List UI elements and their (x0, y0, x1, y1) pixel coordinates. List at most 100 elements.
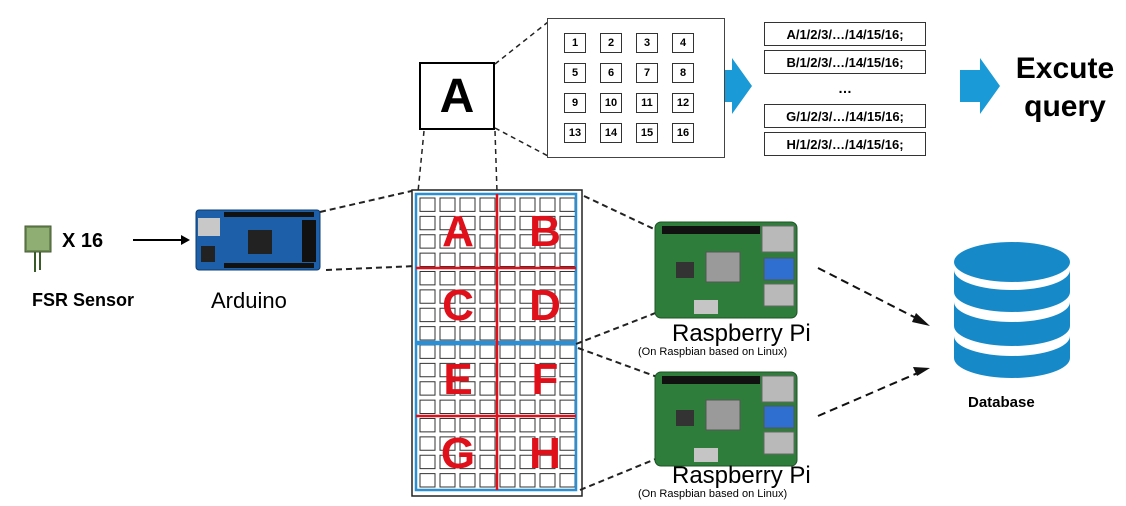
zoom-number-cell: 4 (672, 33, 694, 53)
matrix-cell (419, 307, 436, 323)
zoom-number-cell: 11 (636, 93, 658, 113)
matrix-cell (539, 399, 556, 414)
raspberry-pi-1-sublabel: (On Raspbian based on Linux) (638, 346, 788, 358)
matrix-cell (439, 197, 456, 212)
zoom-region-box: A (419, 62, 495, 130)
query-row: G/1/2/3/…/14/15/16; (764, 104, 926, 128)
matrix-cell (539, 381, 556, 396)
matrix-cell (499, 454, 516, 470)
matrix-cell (439, 326, 456, 341)
matrix-cell (499, 418, 516, 433)
matrix-cell (519, 234, 536, 249)
fsr-sensor-label: FSR Sensor (32, 290, 135, 310)
matrix-cell (519, 215, 536, 231)
sensor-matrix-cells (419, 197, 576, 488)
matrix-cell (459, 399, 476, 414)
matrix-cell (499, 234, 516, 249)
matrix-cell (479, 197, 496, 212)
matrix-cell (499, 271, 516, 286)
matrix-cell (539, 252, 556, 267)
matrix-cell (519, 362, 536, 378)
matrix-cell (439, 252, 456, 267)
region-letter: F (531, 355, 559, 404)
matrix-cell (539, 362, 556, 378)
zoom-number-cell: 7 (636, 63, 658, 83)
matrix-cell (479, 454, 496, 470)
matrix-cell (419, 289, 436, 304)
matrix-cell (479, 362, 496, 378)
matrix-cell (439, 271, 456, 286)
matrix-cell (439, 436, 456, 451)
matrix-cell (479, 399, 496, 414)
matrix-cell (459, 418, 476, 433)
matrix-cell (539, 454, 556, 470)
query-row: A/1/2/3/…/14/15/16; (764, 22, 926, 46)
matrix-cell (519, 454, 536, 470)
matrix-cell (439, 234, 456, 249)
execute-line-1: Excute (1015, 52, 1115, 85)
matrix-cell (419, 197, 436, 212)
zoom-link-top (494, 21, 549, 65)
matrix-cell (519, 473, 536, 488)
matrix-cell (459, 381, 476, 396)
matrix-to-pi2-top (577, 347, 661, 379)
matrix-cell (519, 271, 536, 286)
raspberry-pi-1-icon (654, 221, 798, 319)
matrix-cell (439, 454, 456, 470)
matrix-cell (499, 399, 516, 414)
matrix-cell (479, 307, 496, 323)
matrix-cell (459, 307, 476, 323)
matrix-cell (499, 381, 516, 396)
query-row: H/1/2/3/…/14/15/16; (764, 132, 926, 156)
matrix-cell (439, 418, 456, 433)
matrix-cell (419, 381, 436, 396)
matrix-cell (419, 271, 436, 286)
sensor-count-label: X 16 (62, 230, 104, 252)
matrix-cell (439, 362, 456, 378)
pi1-to-db-arrow (817, 267, 930, 326)
matrix-cell (459, 289, 476, 304)
zoom-number-cell: 13 (564, 123, 586, 143)
query-ellipsis: … (838, 80, 852, 96)
arduino-label: Arduino (211, 288, 287, 313)
matrix-cell (479, 289, 496, 304)
zoom-number-cell: 16 (672, 123, 694, 143)
matrix-cell (499, 473, 516, 488)
zoom-number-cell: 3 (636, 33, 658, 53)
matrix-cell (439, 381, 456, 396)
zoom-number-cell: 14 (600, 123, 622, 143)
matrix-cell (459, 454, 476, 470)
matrix-cell (459, 197, 476, 212)
matrix-cell (439, 307, 456, 323)
matrix-cell (519, 252, 536, 267)
matrix-cell (439, 473, 456, 488)
matrix-cell (459, 326, 476, 341)
raspberry-pi-1-label: Raspberry Pi (672, 320, 811, 347)
matrix-cell (519, 399, 536, 414)
zoom-number-cell: 2 (600, 33, 622, 53)
sensor-to-arduino-arrow (133, 235, 190, 245)
matrix-cell (419, 399, 436, 414)
matrix-cell (499, 215, 516, 231)
matrix-cell (419, 215, 436, 231)
matrix-cell (439, 399, 456, 414)
matrix-cell (519, 307, 536, 323)
region-letter: A (442, 207, 474, 256)
matrix-cell (539, 326, 556, 341)
matrix-to-pi1-bottom (575, 311, 659, 345)
matrix-cell (479, 381, 496, 396)
matrix-cell (459, 234, 476, 249)
query-row: B/1/2/3/…/14/15/16; (764, 50, 926, 74)
zoom-number-cell: 8 (672, 63, 694, 83)
matrix-cell (479, 271, 496, 286)
matrix-cell (539, 234, 556, 249)
zoom-number-cell: 1 (564, 33, 586, 53)
database-icon (954, 242, 1070, 378)
matrix-cell (519, 326, 536, 341)
query-to-execute-arrow (960, 58, 1000, 114)
zoom-guide-left (417, 130, 425, 193)
matrix-cell (499, 307, 516, 323)
pi2-to-db-arrow (817, 367, 930, 417)
